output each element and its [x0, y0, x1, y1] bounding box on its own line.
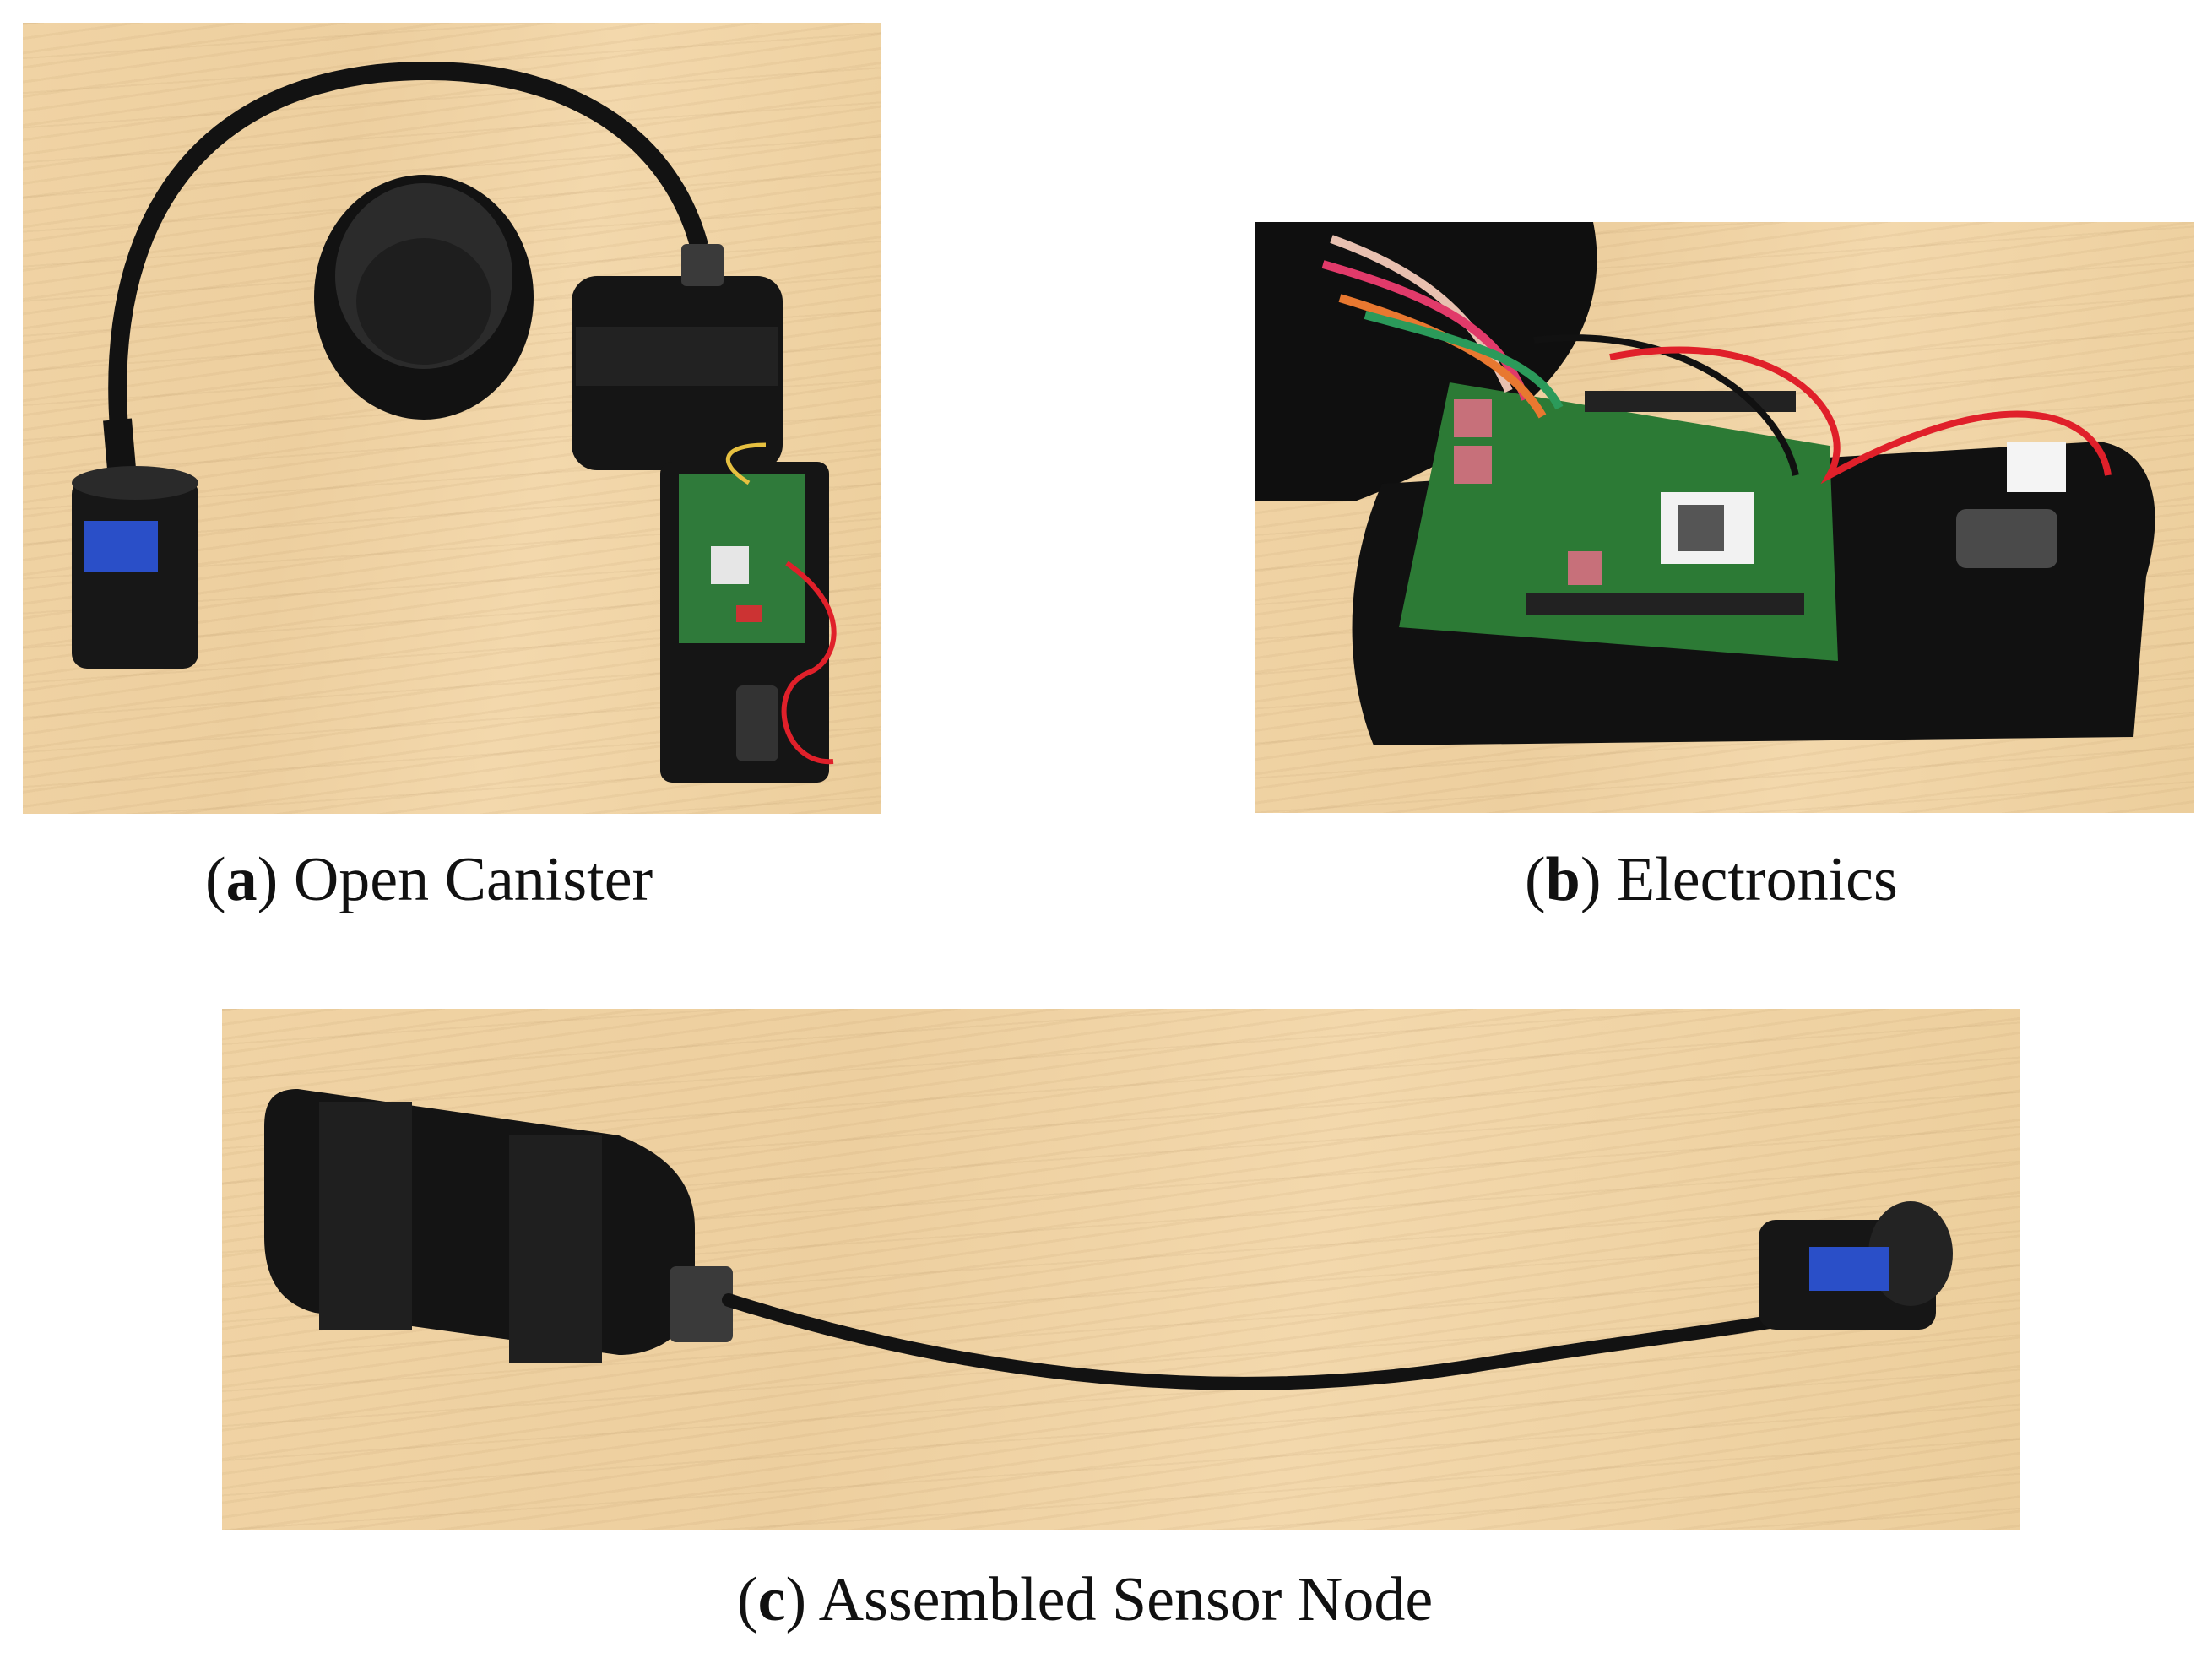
caption-b: (b) Electronics — [1525, 844, 1898, 916]
assembled-node-illustration — [264, 1089, 1953, 1390]
caption-b-letter: b — [1545, 845, 1580, 914]
caption-a-open-paren: ( — [205, 845, 226, 914]
caption-b-open-paren: ( — [1525, 845, 1546, 914]
caption-c-close-paren: ) — [785, 1565, 807, 1634]
caption-b-close-paren: ) — [1580, 845, 1602, 914]
caption-b-text: Electronics — [1616, 845, 1898, 914]
photo-assembled-sensor-node — [222, 1009, 2020, 1530]
photo-open-canister — [23, 23, 881, 814]
caption-c: (c) Assembled Sensor Node — [737, 1564, 1433, 1636]
caption-a-letter: a — [225, 845, 258, 914]
caption-a-text: Open Canister — [293, 845, 653, 914]
caption-c-open-paren: ( — [737, 1565, 758, 1634]
caption-a: (a) Open Canister — [205, 844, 653, 916]
electronics-illustration — [1255, 222, 2155, 745]
caption-c-letter: c — [757, 1565, 786, 1634]
caption-c-text: Assembled Sensor Node — [818, 1565, 1434, 1634]
photo-electronics — [1255, 222, 2194, 813]
open-canister-illustration — [72, 62, 837, 783]
caption-a-close-paren: ) — [257, 845, 279, 914]
